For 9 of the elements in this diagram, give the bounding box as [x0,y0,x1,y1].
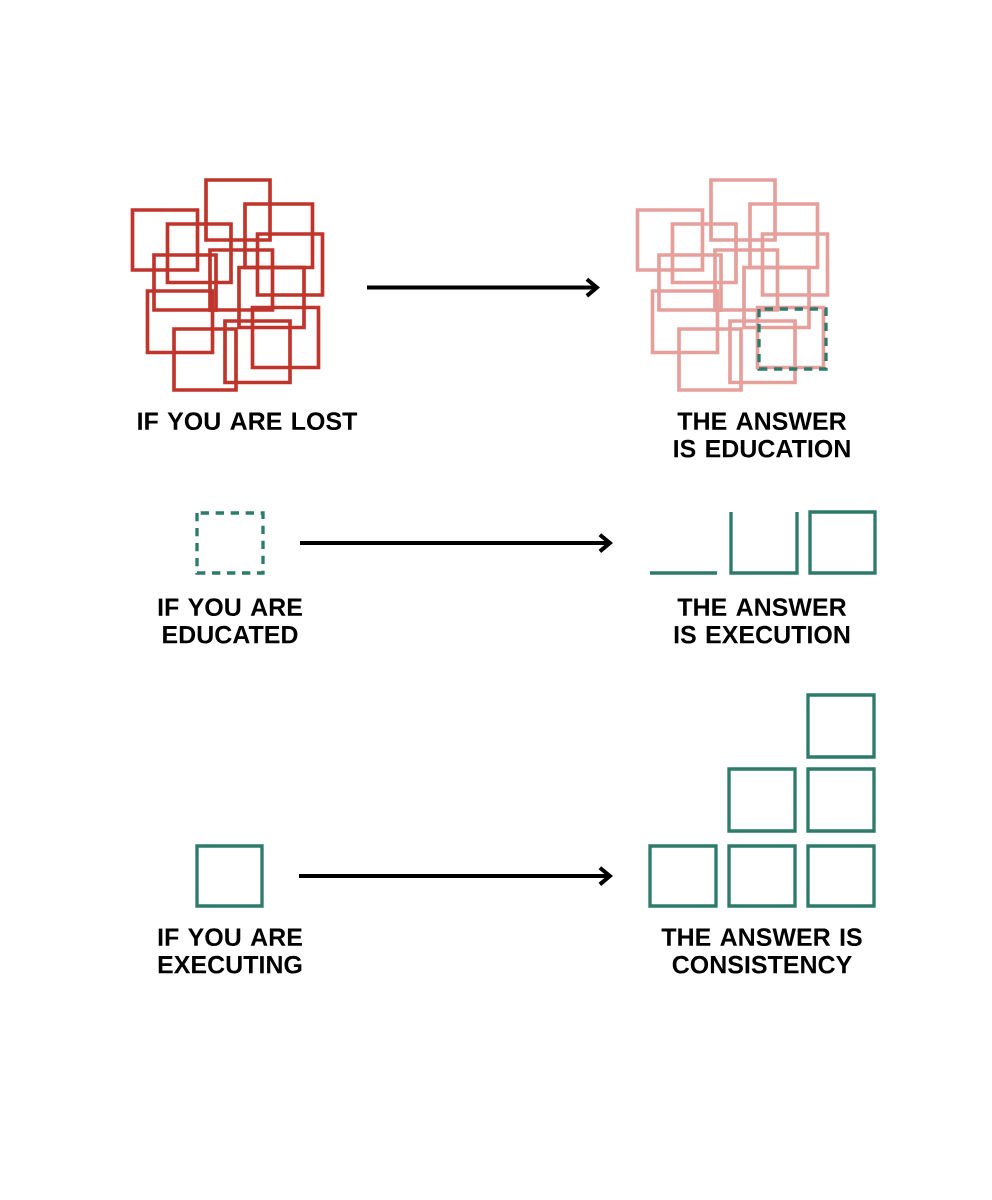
node-label: THE ANSWER IS CONSISTENCY [661,928,862,974]
arrow [367,277,600,298]
arrow [300,533,613,553]
node-label: IF YOU ARE LOST [138,412,358,431]
node-label: IF YOU ARE EDUCATED [158,598,302,644]
node-label: IF YOU ARE EXECUTING [158,928,302,974]
node-label: THE ANSWER IS EXECUTION [674,598,850,644]
node-label: THE ANSWER IS EDUCATION [674,412,850,458]
arrow [299,866,613,886]
